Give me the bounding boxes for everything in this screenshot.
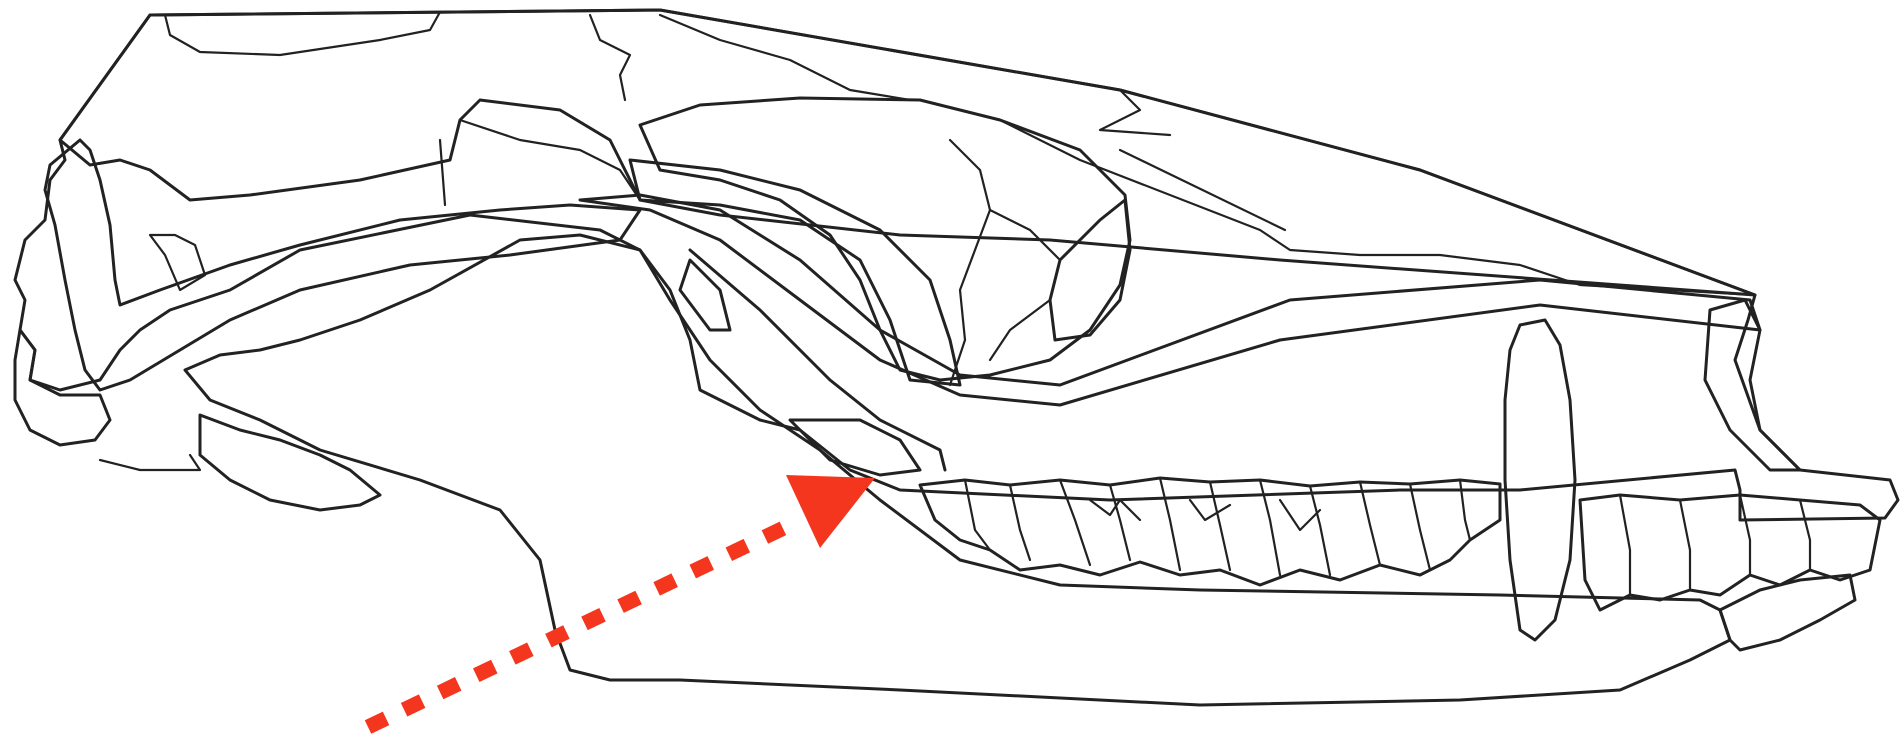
occipital (15, 330, 110, 445)
arrow-shaft (368, 525, 790, 727)
mandible (185, 235, 1730, 705)
suture-line (1120, 150, 1285, 230)
nasal-opening (790, 420, 920, 475)
suture-line (590, 15, 630, 100)
temporal-region (630, 160, 960, 385)
frontal-parietal (60, 10, 1755, 295)
incisor-row (1580, 495, 1880, 610)
pointer-arrow (368, 475, 875, 727)
occipital-condyle (100, 455, 200, 470)
side-gray (680, 260, 730, 330)
squamosal-suture (460, 120, 640, 200)
squamosal-suture (440, 140, 445, 205)
orbit-suture (990, 210, 1060, 360)
mandible-angle (200, 415, 380, 510)
jugal (45, 140, 640, 390)
suture-line (1100, 90, 1170, 135)
temporal-region-right (1050, 200, 1130, 340)
zygomatic-arch (580, 195, 1760, 405)
zygomatic-lower (690, 250, 945, 470)
jugal-notch (150, 235, 205, 290)
cranium-outline (15, 10, 1898, 520)
arrow-head (786, 475, 875, 548)
mandible-tip (1720, 575, 1855, 650)
orbit-suture (950, 140, 990, 385)
parietal-shading (165, 12, 440, 55)
suture-line (660, 15, 910, 100)
canine-tooth (1505, 320, 1575, 640)
orbit-region (640, 98, 1130, 380)
